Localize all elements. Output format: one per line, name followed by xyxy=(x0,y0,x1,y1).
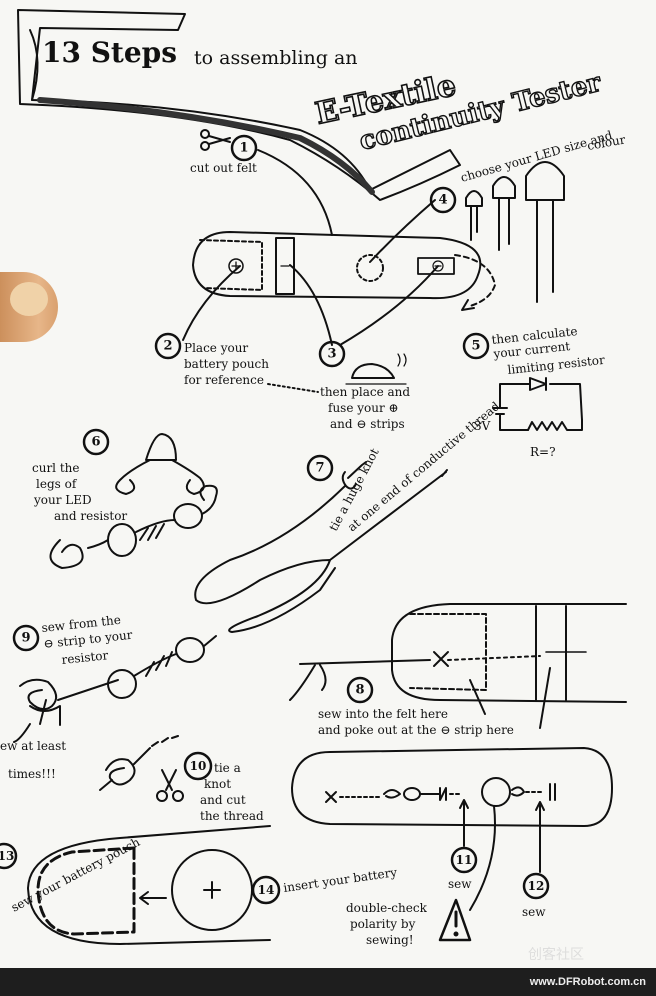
svg-text:7: 7 xyxy=(315,461,324,476)
step-badge-8: 8 xyxy=(346,676,374,704)
scissors-icon-step1 xyxy=(200,129,231,151)
step-10-text-1: tie a xyxy=(214,761,241,775)
step-10-text-4: the thread xyxy=(200,809,264,823)
step-3-text-1: then place and xyxy=(320,385,410,399)
step-3-text-3: and ⊖ strips xyxy=(330,417,405,431)
step-badge-11: 11 xyxy=(450,846,478,874)
illustration: 1 2 3 4 5 6 7 8 9 10 11 12 13 14 13 Step… xyxy=(0,9,627,947)
curled-led-icon xyxy=(115,433,205,495)
watermark-cn: 创客社区 xyxy=(528,947,584,963)
circuit-voltage: 3V xyxy=(474,419,491,433)
step-1-text: cut out felt xyxy=(190,161,257,175)
title-subtext: to assembling an xyxy=(194,47,358,69)
step-6-text-1: curl the xyxy=(32,461,80,475)
felt-strip-sewn xyxy=(291,747,613,911)
step-badge-9: 9 xyxy=(12,624,40,652)
step-12-text: sew xyxy=(522,905,546,919)
step-6-text-3: your LED xyxy=(33,493,92,507)
svg-text:1: 1 xyxy=(239,141,248,156)
iron-icon-step3 xyxy=(345,353,407,385)
step-badge-2: 2 xyxy=(154,332,182,360)
svg-text:10: 10 xyxy=(190,759,207,773)
step-11-text: sew xyxy=(448,877,472,891)
step-6-text-4: and resistor xyxy=(54,509,127,523)
step-badge-13: 13 xyxy=(0,842,18,870)
step-badges: 1 2 3 4 5 6 7 8 9 10 11 12 13 14 xyxy=(0,134,550,905)
step-2-text-3: for reference xyxy=(184,373,264,387)
step-badge-14: 14 xyxy=(251,875,281,905)
circuit-question: R=? xyxy=(530,445,556,459)
svg-text:12: 12 xyxy=(528,879,545,893)
warning-text-1: double-check xyxy=(346,901,428,915)
step-13-text: sew your battery pouch xyxy=(9,835,143,915)
sew-times-text-2: times!!! xyxy=(8,767,56,781)
svg-text:2: 2 xyxy=(163,339,172,354)
step-badge-7: 7 xyxy=(306,454,334,482)
step-badge-5: 5 xyxy=(462,332,490,360)
step-10-text-3: and cut xyxy=(200,793,246,807)
warning-text-3: sewing! xyxy=(366,933,414,947)
step-10-text-2: knot xyxy=(204,777,231,791)
step-4-text-2: colour xyxy=(586,132,627,153)
step-badge-10: 10 xyxy=(183,751,213,781)
step-8-text-2: and poke out at the ⊖ strip here xyxy=(318,723,514,737)
knot-icon-step10 xyxy=(99,735,179,791)
battery-pouch-outline xyxy=(199,239,263,291)
footer-bar xyxy=(0,968,656,996)
svg-text:14: 14 xyxy=(258,883,275,897)
led-icons-step4 xyxy=(465,161,565,303)
step-2-text-2: battery pouch xyxy=(184,357,269,371)
step-6-text-2: legs of xyxy=(36,477,78,491)
title-main: 13 Steps xyxy=(42,36,177,69)
resistor-circuit-diagram xyxy=(492,377,583,431)
warning-text-2: polarity by xyxy=(350,917,416,931)
sewing-resistor-step9 xyxy=(13,635,217,743)
banner-shading xyxy=(37,97,375,195)
svg-text:13: 13 xyxy=(0,849,14,863)
step-badge-6: 6 xyxy=(82,428,110,456)
step-badge-4: 4 xyxy=(429,186,457,214)
finger-nail xyxy=(10,282,48,316)
step-14-text: insert your battery xyxy=(282,865,398,895)
svg-text:5: 5 xyxy=(471,339,480,354)
thread-and-needle-icon xyxy=(194,461,448,633)
svg-text:8: 8 xyxy=(355,683,364,698)
step-8-text-1: sew into the felt here xyxy=(318,707,448,721)
watermark-url: www.DFRobot.com.cn xyxy=(529,976,646,988)
felt-closeup-step8 xyxy=(289,603,627,729)
sew-times-text-1: ew at least xyxy=(0,739,66,753)
svg-text:3: 3 xyxy=(327,347,336,362)
curled-resistor-icon xyxy=(49,484,218,569)
step-9-text-3: resistor xyxy=(61,648,109,667)
step-4-text-1: choose your LED size and xyxy=(459,128,614,185)
step-badge-1: 1 xyxy=(230,134,258,162)
svg-text:11: 11 xyxy=(456,853,473,867)
svg-text:6: 6 xyxy=(91,435,100,450)
step-2-text-1: Place your xyxy=(184,341,248,355)
step-3-text-2: fuse your ⊕ xyxy=(328,401,399,415)
scissors-icon-step10 xyxy=(156,769,184,802)
step-badge-3: 3 xyxy=(318,340,346,368)
felt-strip-top xyxy=(192,231,482,300)
svg-text:9: 9 xyxy=(21,631,30,646)
step-badge-12: 12 xyxy=(522,872,550,900)
warning-triangle-icon xyxy=(438,898,472,942)
svg-text:4: 4 xyxy=(438,193,447,208)
